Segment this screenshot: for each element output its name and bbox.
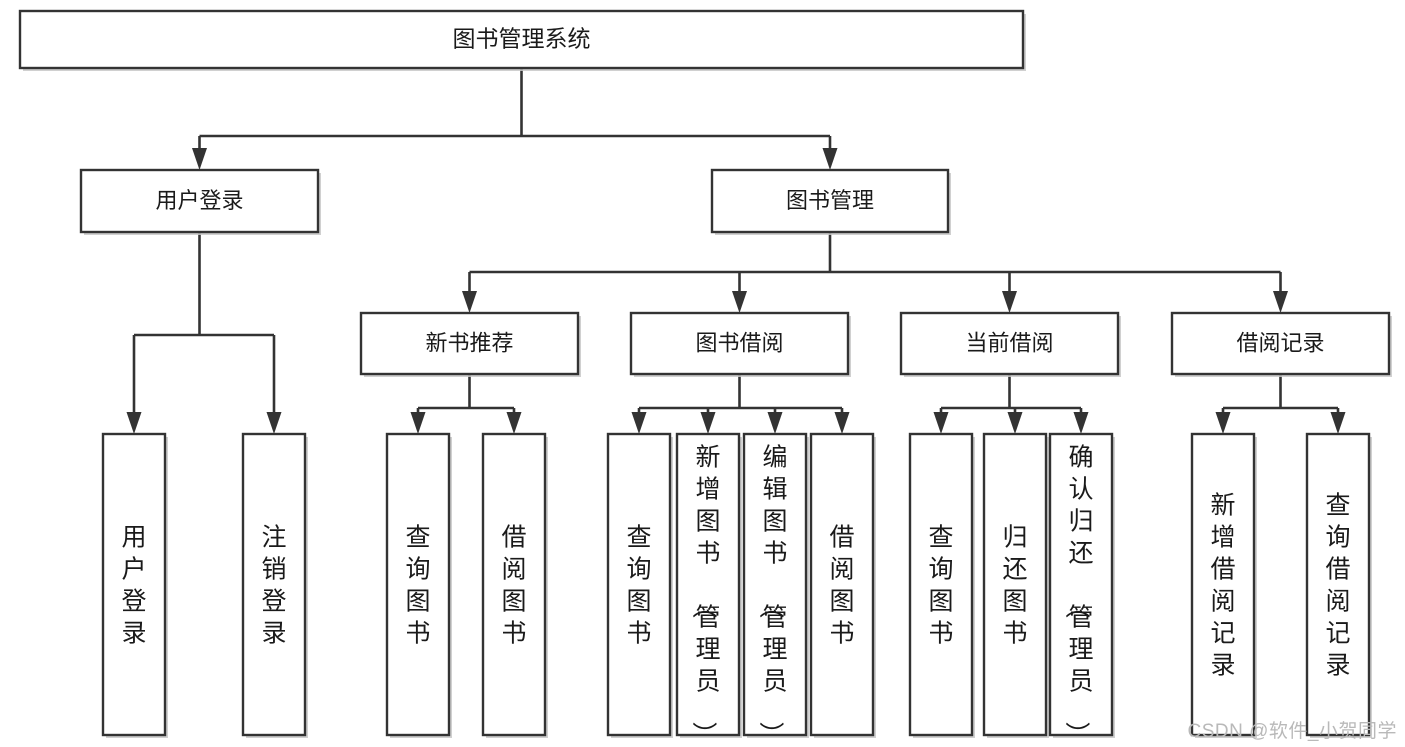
node-leaf-11[interactable] [1190,432,1256,737]
node-level3-3-label: 借阅记录 [1236,330,1324,355]
node-level2-0-label: 用户登录 [155,188,243,213]
node-level3-0[interactable] [359,311,580,376]
root-to-level2-1-arrowhead [822,148,838,170]
branch-to-leaf-5-arrowhead [700,412,716,434]
branch-to-leaf-4-arrowhead [631,412,647,434]
node-level3-0-label: 新书推荐 [425,330,513,355]
node-leaf-9[interactable] [982,432,1048,737]
node-leaf-1[interactable] [241,432,307,737]
node-leaf-6-label: 编辑图书（管理员） [756,443,787,746]
node-leaf-0-label: 用户登录 [121,523,146,647]
node-leaf-7-label: 借阅图书 [829,523,854,647]
node-level3-2[interactable] [899,311,1120,376]
branch-to-leaf-2-arrowhead [410,412,426,434]
node-level2-1-label: 图书管理 [786,188,874,213]
node-level3-1[interactable] [629,311,850,376]
node-leaf-7[interactable] [809,432,875,737]
connectors-layer [126,68,1346,434]
node-level2-0[interactable] [79,168,320,234]
book-mgmt-to-level3-0-arrowhead [462,291,477,313]
node-leaf-0[interactable] [101,432,167,737]
node-leaf-12-label: 查询借阅记录 [1325,491,1350,679]
book-mgmt-to-level3-2-arrowhead [1002,291,1017,313]
node-leaf-12[interactable] [1305,432,1371,737]
node-leaf-10-label: 确认归还（管理员） [1062,443,1093,746]
node-level3-3[interactable] [1170,311,1391,376]
node-leaf-8[interactable] [908,432,974,737]
node-leaf-2-label: 查询图书 [405,523,430,647]
node-root[interactable] [18,9,1025,70]
node-root-label: 图书管理系统 [453,26,591,52]
node-level3-2-label: 当前借阅 [965,330,1053,355]
node-leaf-3-label: 借阅图书 [501,523,526,647]
branch-to-leaf-7-arrowhead [834,412,850,434]
node-leaf-8-label: 查询图书 [928,523,953,647]
branch-to-leaf-6-arrowhead [767,412,783,434]
root-to-level2-0-arrowhead [192,148,207,170]
node-leaf-9-label: 归还图书 [1002,523,1027,647]
node-leaf-1-label: 注销登录 [261,523,286,647]
branch-to-leaf-0-arrowhead [126,412,142,434]
branch-to-leaf-9-arrowhead [1007,412,1023,434]
boxes-layer [18,9,1392,738]
branch-to-leaf-11-arrowhead [1215,412,1231,434]
labels-layer: 图书管理系统用户登录图书管理新书推荐图书借阅当前借阅借阅记录用户登录注销登录查询… [121,26,1350,747]
node-leaf-4[interactable] [606,432,672,737]
node-level2-1[interactable] [710,168,950,234]
node-leaf-6[interactable] [742,432,808,737]
book-mgmt-to-level3-1-arrowhead [732,291,747,313]
branch-to-leaf-1-arrowhead [266,412,282,434]
node-leaf-5-label: 新增图书（管理员） [689,443,720,746]
node-leaf-5[interactable] [675,432,741,737]
node-leaf-2[interactable] [385,432,451,737]
book-mgmt-to-level3-3-arrowhead [1273,291,1288,313]
node-leaf-3[interactable] [481,432,547,737]
node-leaf-4-label: 查询图书 [626,523,651,647]
branch-to-leaf-8-arrowhead [933,412,949,434]
branch-to-leaf-3-arrowhead [506,412,522,434]
branch-to-leaf-10-arrowhead [1073,412,1089,434]
node-leaf-10[interactable] [1048,432,1114,737]
branch-to-leaf-12-arrowhead [1330,412,1346,434]
node-leaf-11-label: 新增借阅记录 [1210,491,1235,679]
node-level3-1-label: 图书借阅 [695,330,783,355]
